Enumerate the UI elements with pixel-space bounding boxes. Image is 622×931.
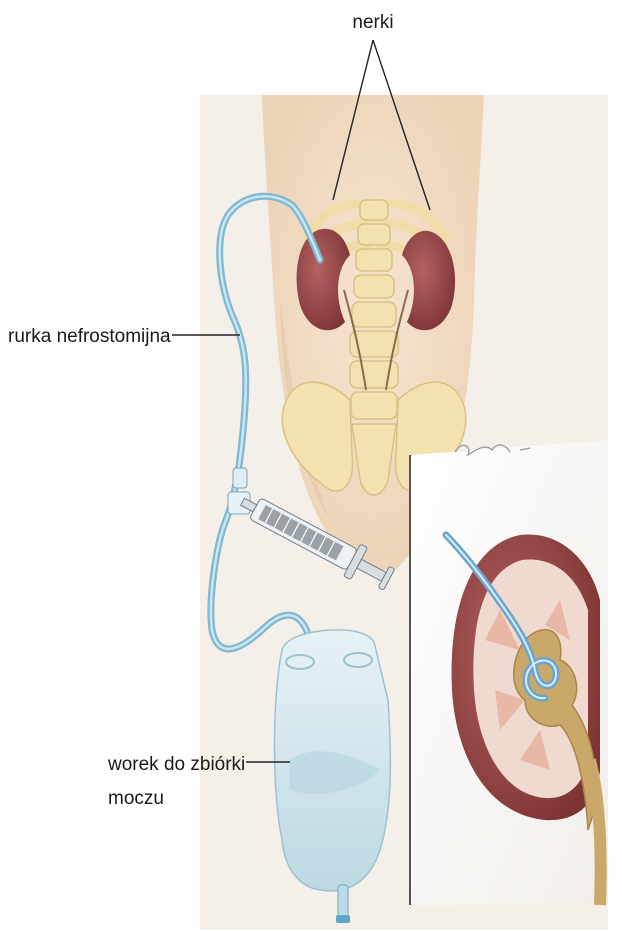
bag-drain-valve [338, 885, 348, 917]
bag-drain-tip [336, 915, 350, 923]
label-kidneys: nerki [352, 12, 393, 33]
tube-connector [233, 468, 247, 488]
label-urine-bag-line2: moczu [108, 788, 164, 809]
label-nephrostomy-tube: rurka nefrostomijna [8, 326, 171, 347]
label-urine-bag-line1: worek do zbiórki [107, 754, 245, 775]
